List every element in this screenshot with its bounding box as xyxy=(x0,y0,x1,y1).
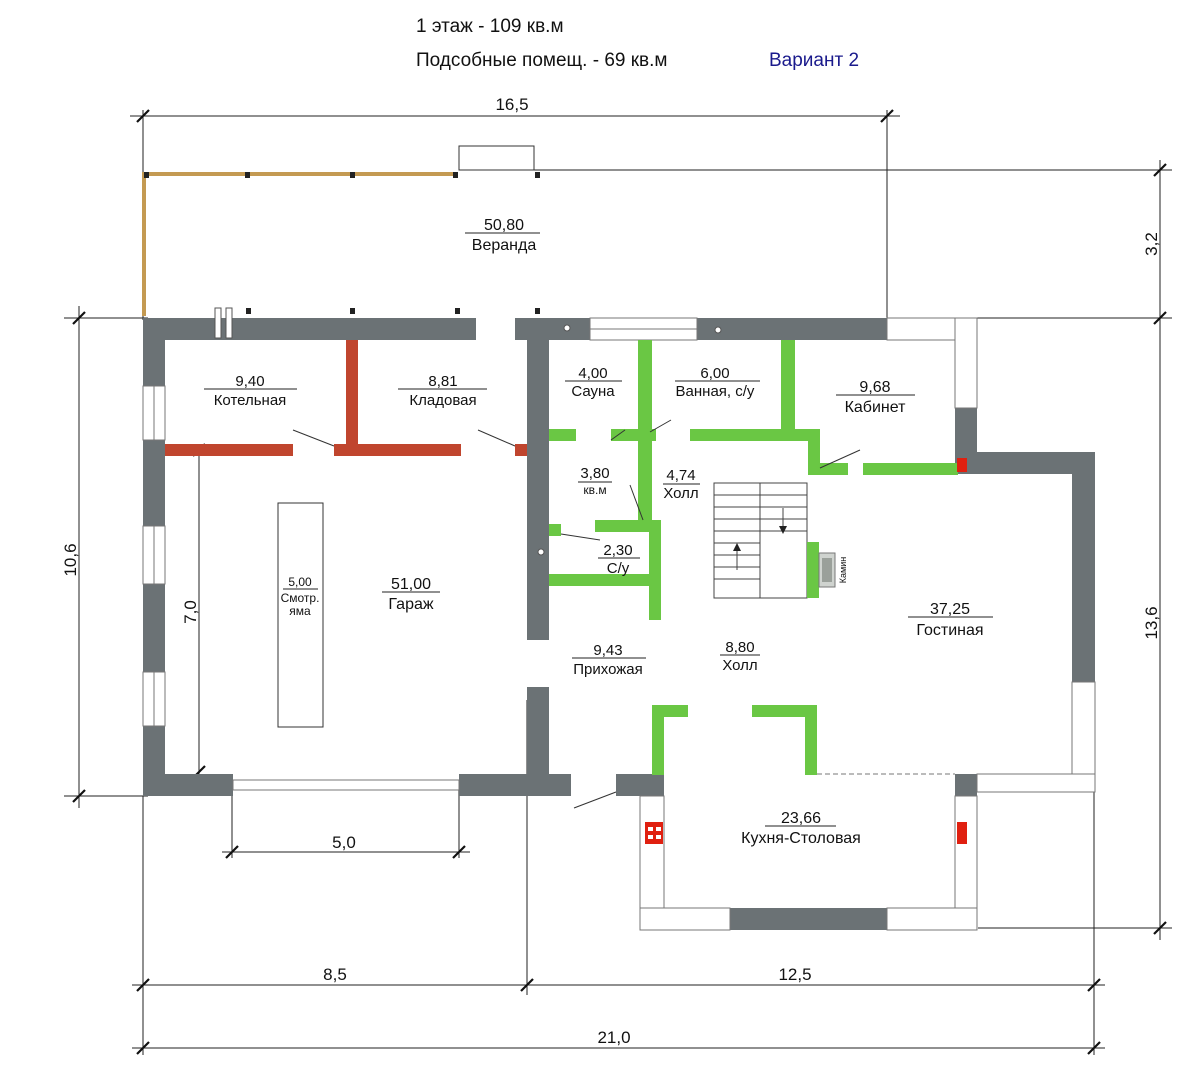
heater-icon xyxy=(957,458,967,472)
dim-bottom-left: 8,5 xyxy=(323,965,347,984)
boiler-name: Котельная xyxy=(214,392,287,409)
windows xyxy=(142,317,1096,931)
hall2-area: 4,74 xyxy=(666,467,695,484)
flue-pipe xyxy=(214,307,222,339)
hall-name: Холл xyxy=(722,657,757,674)
pantry-area: 8,81 xyxy=(428,373,457,390)
living-area: 37,25 xyxy=(930,601,970,618)
pit-area: 5,00 xyxy=(288,575,312,589)
dim-garage-inner: 7,0 xyxy=(181,600,200,624)
fixtures xyxy=(537,324,722,556)
pantry-name: Кладовая xyxy=(409,392,476,409)
room-labels: 50,80 Веранда 9,40 Котельная 8,81 Кладов… xyxy=(214,217,984,847)
veranda xyxy=(142,145,540,316)
dim-total: 21,0 xyxy=(597,1028,630,1047)
fireplace-label: Камин xyxy=(838,557,848,583)
kitchen-area: 23,66 xyxy=(781,810,821,827)
dim-garage-door: 5,0 xyxy=(332,833,356,852)
sauna-area: 4,00 xyxy=(578,365,607,382)
office-area: 9,68 xyxy=(859,379,890,396)
dim-left-height: 10,6 xyxy=(61,543,80,576)
dimension-lines xyxy=(64,110,1172,1055)
door-swings xyxy=(292,419,861,809)
veranda-railing-top xyxy=(142,172,458,176)
hall2-name: Холл xyxy=(663,485,698,502)
label-underlines xyxy=(204,232,993,827)
dim-right-height: 13,6 xyxy=(1142,606,1161,639)
veranda-railing-left xyxy=(142,173,146,316)
green-partitions xyxy=(549,340,958,775)
entry-name: Прихожая xyxy=(573,661,643,678)
wc-area: 2,30 xyxy=(603,542,632,559)
garage-area: 51,00 xyxy=(391,576,431,593)
dim-bottom-right: 12,5 xyxy=(778,965,811,984)
hall-small-area: 3,80 xyxy=(580,465,609,482)
wc-name: С/у xyxy=(607,560,630,577)
kitchen-name: Кухня-Столовая xyxy=(741,830,861,847)
floor-area-title: 1 этаж - 109 кв.м xyxy=(416,16,564,37)
entry-area: 9,43 xyxy=(593,642,622,659)
flue-pipe xyxy=(225,307,233,339)
veranda-name: Веранда xyxy=(472,237,537,254)
stair-down-arrow-icon xyxy=(779,526,787,534)
hall-area: 8,80 xyxy=(725,639,754,656)
stair-up-arrow-icon xyxy=(733,543,741,551)
sauna-name: Сауна xyxy=(571,383,615,400)
living-name: Гостиная xyxy=(916,622,983,639)
pit-name-2: яма xyxy=(289,604,311,618)
utility-area-title: Подсобные помещ. - 69 кв.м xyxy=(416,50,668,71)
stove-icon xyxy=(645,822,663,844)
staircase[interactable] xyxy=(713,482,808,599)
veranda-step xyxy=(458,145,535,171)
inspection-pit xyxy=(277,502,324,728)
heater-icon xyxy=(957,822,967,844)
variant-label: Вариант 2 xyxy=(769,50,860,71)
hall-small-unit: кв.м xyxy=(583,483,606,497)
dim-veranda-depth: 3,2 xyxy=(1142,232,1161,256)
dim-top-width: 16,5 xyxy=(495,95,528,114)
veranda-area: 50,80 xyxy=(484,217,524,234)
bath-name: Ванная, с/у xyxy=(676,383,755,400)
brick-partitions xyxy=(165,340,527,456)
pit-name-1: Смотр. xyxy=(281,591,320,605)
bath-area: 6,00 xyxy=(700,365,729,382)
boiler-area: 9,40 xyxy=(235,373,264,390)
fireplace xyxy=(807,542,836,598)
garage-name: Гараж xyxy=(388,596,433,613)
office-name: Кабинет xyxy=(845,399,907,416)
dimension-labels: 16,5 3,2 10,6 13,6 7,0 5,0 8,5 12,5 21,0 xyxy=(61,95,1161,1047)
